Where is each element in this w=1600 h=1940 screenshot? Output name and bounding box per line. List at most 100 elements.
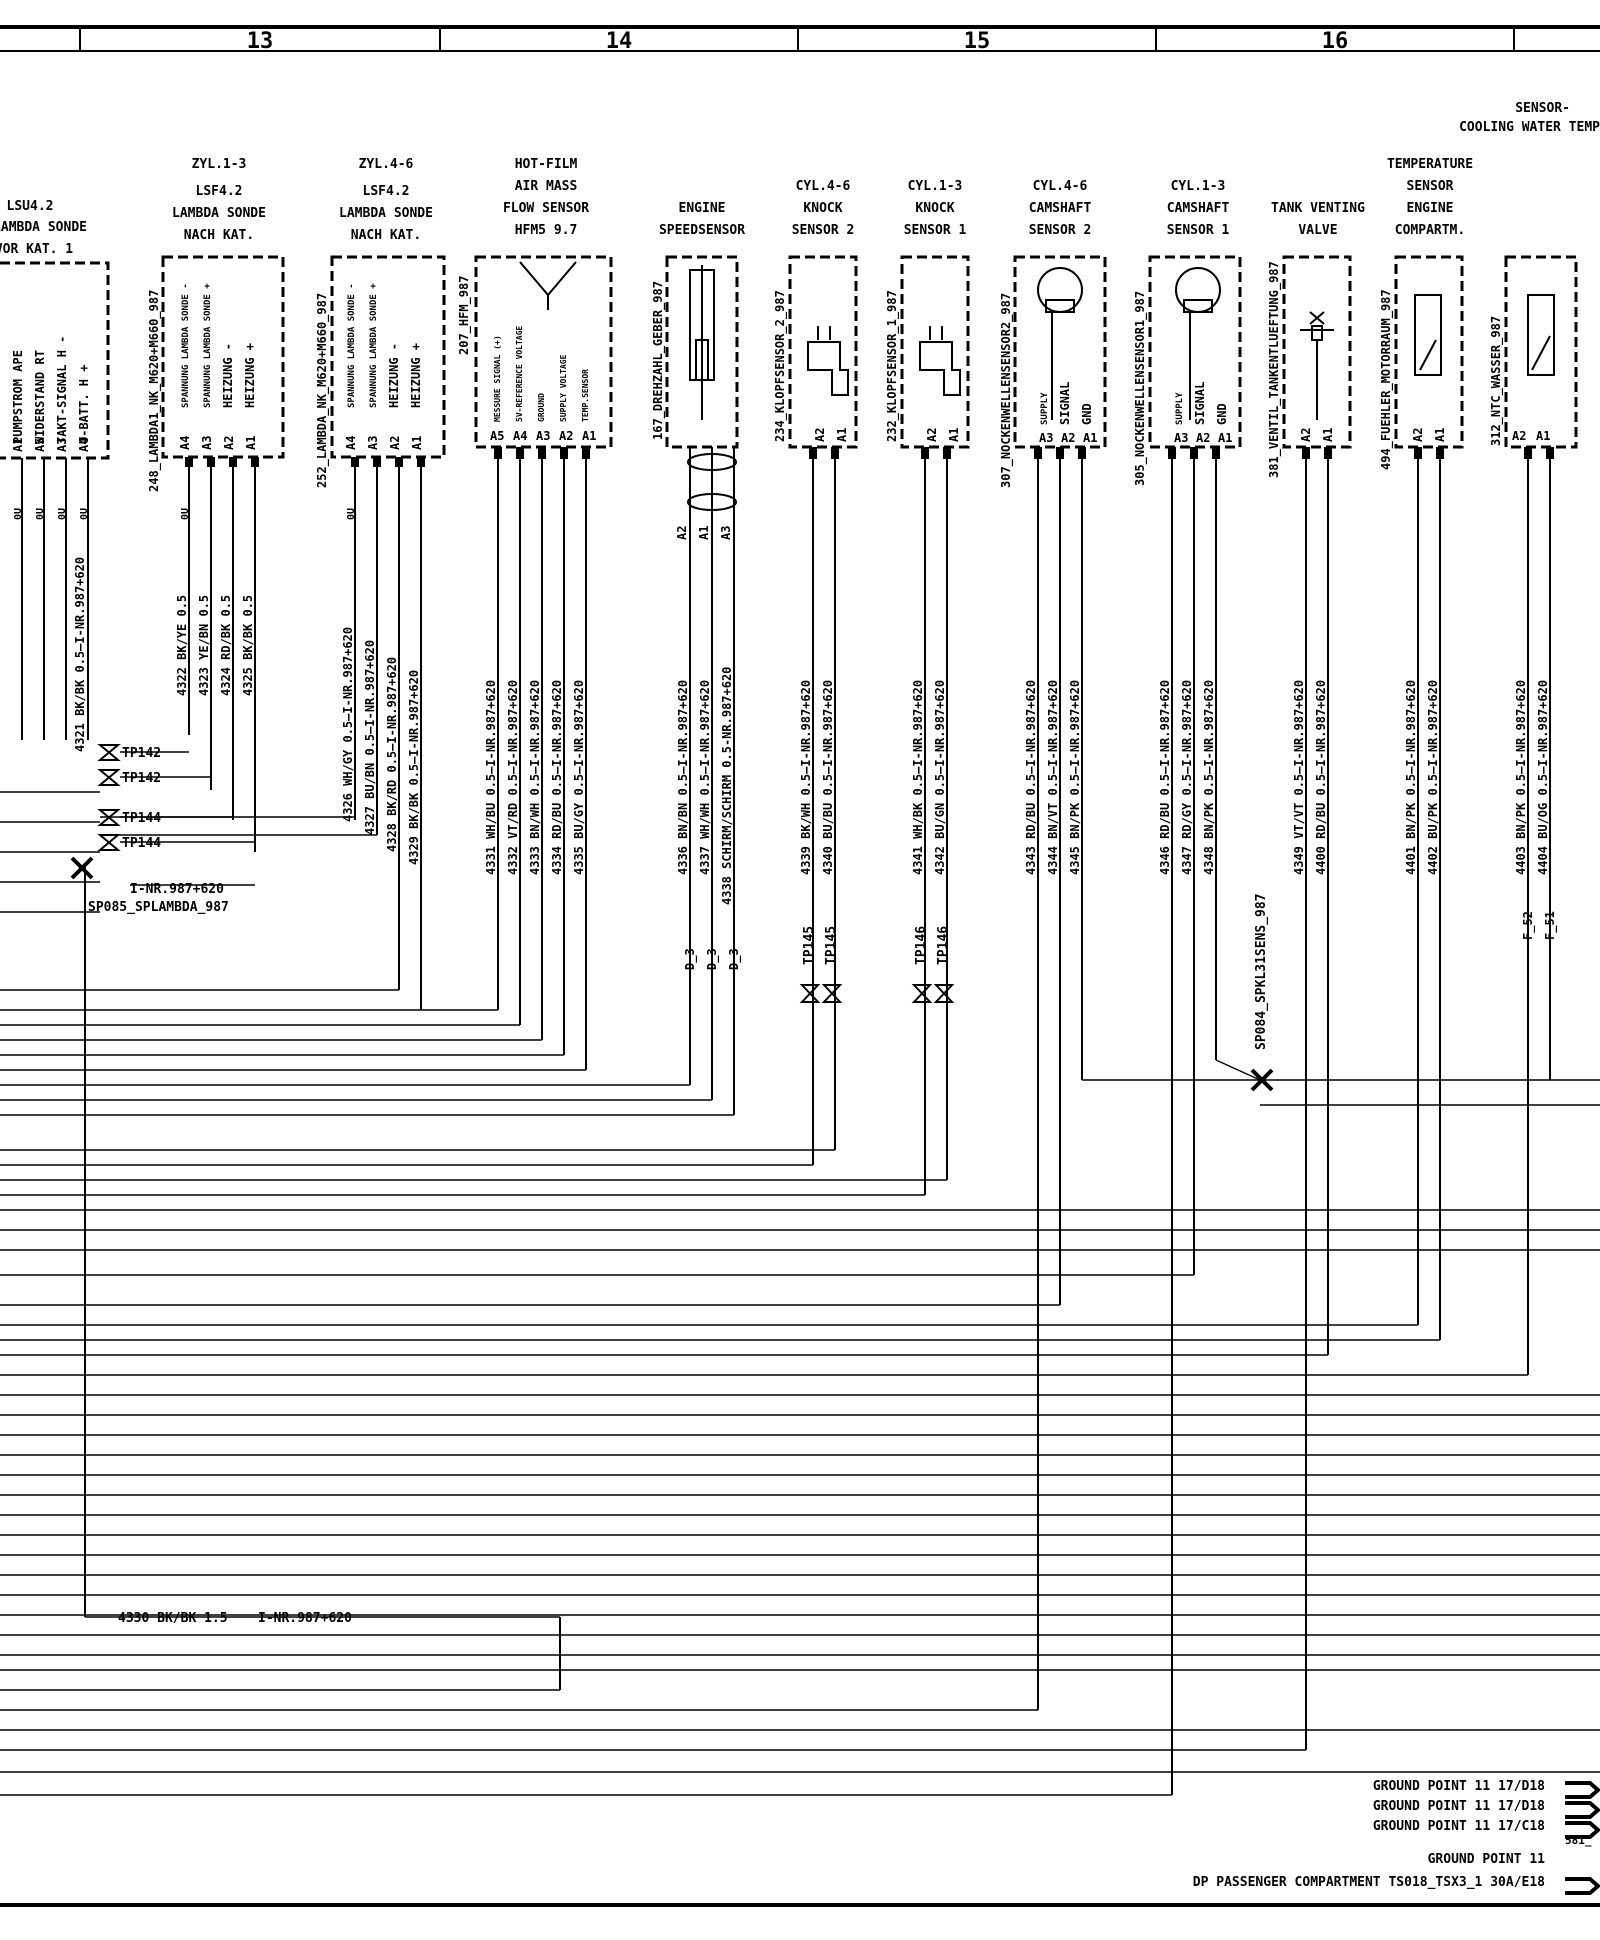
test-points: TP142 TP142 TP144 TP144 TP145 TP145 TP14… bbox=[97, 744, 955, 1003]
valve-icon bbox=[1300, 311, 1334, 420]
lsu-pin-label-1: PUMPSTROM APE bbox=[11, 350, 25, 444]
column-13: 13 bbox=[247, 29, 274, 54]
wire-4321: 4321 BK/BK 0.5—I-NR.987+620 bbox=[73, 557, 87, 752]
lsu-pin-3: A3 bbox=[55, 438, 69, 452]
wire-4322: 4322 BK/YE 0.5 bbox=[175, 595, 189, 696]
temp-pin-2: A1 bbox=[1433, 428, 1447, 442]
ground-point-5: DP PASSENGER COMPARTMENT TS018_TSX3_1 30… bbox=[1193, 1875, 1545, 1890]
wire-4401: 4401 BN/PK 0.5—I-NR.987+620 bbox=[1404, 680, 1418, 875]
d3-a: D_3 bbox=[683, 948, 698, 970]
ntc-pin-1: A2 bbox=[1512, 429, 1526, 443]
hfm-pin-1: A5 bbox=[490, 429, 504, 443]
cam2-pin-label-2: SIGNAL bbox=[1058, 382, 1072, 425]
lsf13-connector: 248_LAMBDA1_NK_M620+M660_987 bbox=[147, 290, 162, 492]
connector-labels: 248_LAMBDA1_NK_M620+M660_987 252_LAMBDA_… bbox=[147, 261, 1504, 492]
zero-marker: 0U bbox=[13, 508, 24, 520]
component-symbols bbox=[519, 261, 1555, 420]
zero-marker: 0U bbox=[35, 508, 46, 520]
lsu-pin-2: A5 bbox=[33, 438, 47, 452]
knock2-header-2: KNOCK bbox=[803, 201, 842, 216]
lsf46-pin-1: A4 bbox=[344, 436, 358, 450]
wire-4404: 4404 BU/OG 0.5—I-NR.987+620 bbox=[1536, 680, 1550, 875]
ground-point-3: GROUND POINT 11 17/C18 bbox=[1373, 1819, 1545, 1834]
endpoint-labels: D_3 D_3 D_3 F_52 F_51 bbox=[683, 911, 1558, 970]
lsf46-header-4: NACH KAT. bbox=[351, 228, 421, 243]
wire-drops bbox=[21, 447, 1551, 1795]
cam1-pin-2: A2 bbox=[1196, 431, 1210, 445]
cam1-pin-1: A3 bbox=[1174, 431, 1188, 445]
bus-lines bbox=[0, 751, 1600, 1907]
pin-labels: PUMPSTROM APE WIDERSTAND RT TAKT-SIGNAL … bbox=[11, 283, 1229, 452]
ground-wire-inr: I-NR.987+620 bbox=[258, 1611, 352, 1626]
hfm-pin-label-4: SUPPLY VOLTAGE bbox=[559, 354, 568, 422]
lsf46-pin-2: A3 bbox=[366, 436, 380, 450]
wire-4349: 4349 VT/VT 0.5—I-NR.987+620 bbox=[1292, 680, 1306, 875]
knock2-pin-2: A1 bbox=[835, 428, 849, 442]
lsf13-pin-label-1: SPANNUNG LAMBDA SONDE - bbox=[181, 283, 191, 408]
tank-connector: 381_VENTIL_TANKENTLUEFTUNG_987 bbox=[1267, 261, 1282, 478]
zero-marker: 0U bbox=[346, 508, 357, 520]
wire-4336: 4336 BN/BN 0.5—I-NR.987+620 bbox=[676, 680, 690, 875]
zero-marker: 0U bbox=[180, 508, 191, 520]
tank-header-2: VALVE bbox=[1298, 223, 1337, 238]
wire-4333: 4333 BN/WH 0.5—I-NR.987+620 bbox=[528, 680, 542, 875]
lsf46-pin-3: A2 bbox=[388, 436, 402, 450]
lsf13-header-3: LAMBDA SONDE bbox=[172, 206, 266, 221]
wire-4331: 4331 WH/BU 0.5—I-NR.987+620 bbox=[484, 680, 498, 875]
knock2-header-3: SENSOR 2 bbox=[792, 223, 855, 238]
cam2-pin-1: A3 bbox=[1039, 431, 1053, 445]
cam2-pin-label-1: SUPPLY bbox=[1040, 392, 1050, 425]
lsf13-header-4: NACH KAT. bbox=[184, 228, 254, 243]
hfm-pin-2: A4 bbox=[513, 429, 527, 443]
cam2-header-2: CAMSHAFT bbox=[1029, 201, 1092, 216]
lsf46-header-1: ZYL.4-6 bbox=[359, 157, 414, 172]
splices: I-NR.987+620 SP085_SPLAMBDA_987 SP084_SP… bbox=[70, 856, 1274, 1092]
knock-sensor-icon bbox=[807, 326, 849, 396]
wire-4327: 4327 BU/BN 0.5—I-NR.987+620 bbox=[363, 640, 377, 835]
speed-pin-3: A3 bbox=[719, 526, 733, 540]
hfm-pin-label-5: TEMP.SENSOR bbox=[581, 369, 590, 422]
ground-point-2: GROUND POINT 11 17/D18 bbox=[1373, 1799, 1545, 1814]
lsf13-pin-label-2: SPANNUNG LAMBDA SONDE + bbox=[203, 283, 213, 408]
knock2-header-1: CYL.4-6 bbox=[796, 179, 851, 194]
lsu-pin-label-4: U-BATT. H + bbox=[77, 365, 91, 444]
lsf46-pin-4: A1 bbox=[410, 436, 424, 450]
cam2-pin-label-3: GND bbox=[1080, 403, 1094, 425]
cam1-header-1: CYL.1-3 bbox=[1171, 179, 1226, 194]
ground-arrow-icon bbox=[1565, 1781, 1600, 1895]
wire-4345: 4345 BN/PK 0.5—I-NR.987+620 bbox=[1068, 680, 1082, 875]
cam2-header-3: SENSOR 2 bbox=[1029, 223, 1092, 238]
ground-point-4: GROUND POINT 11 bbox=[1428, 1852, 1546, 1867]
cam1-pin-3: A1 bbox=[1218, 431, 1232, 445]
hfm-pin-4: A2 bbox=[559, 429, 573, 443]
lsf13-pin-3: A2 bbox=[222, 436, 236, 450]
tp144-a: TP144 bbox=[122, 811, 161, 826]
tp145-b: TP145 bbox=[824, 926, 839, 965]
hfm-pin-label-3: GROUND bbox=[537, 393, 546, 422]
zero-marker: 0U bbox=[79, 508, 90, 520]
wire-4341: 4341 WH/BK 0.5—I-NR.987+620 bbox=[911, 680, 925, 875]
wire-4332: 4332 VT/RD 0.5—I-NR.987+620 bbox=[506, 680, 520, 875]
sensor-heading-line1: SENSOR- bbox=[1515, 101, 1570, 116]
ntc-connector: 312_NTC_WASSER_987 bbox=[1489, 316, 1504, 446]
sp085-label: SP085_SPLAMBDA_987 bbox=[88, 900, 229, 915]
lsf46-pin-label-2: SPANNUNG LAMBDA SONDE + bbox=[369, 283, 379, 408]
lsf13-header-1: ZYL.1-3 bbox=[192, 157, 247, 172]
cam1-pin-label-2: SIGNAL bbox=[1193, 382, 1207, 425]
cam2-header-1: CYL.4-6 bbox=[1033, 179, 1088, 194]
cam1-connector: 305_NOCKENWELLENSENSOR1_987 bbox=[1133, 291, 1148, 486]
knock2-connector: 234_KLOPFSENSOR_2_987 bbox=[773, 290, 788, 442]
wire-4343: 4343 RD/BU 0.5—I-NR.987+620 bbox=[1024, 680, 1038, 875]
knock1-pin-1: A2 bbox=[925, 428, 939, 442]
tp145-a: TP145 bbox=[802, 926, 817, 965]
hfm-header-2: AIR MASS bbox=[515, 179, 578, 194]
speed-connector: 167_DREHZAHL_GEBER_987 bbox=[651, 281, 666, 440]
lsf46-header-3: LAMBDA SONDE bbox=[339, 206, 433, 221]
column-16: 16 bbox=[1322, 29, 1349, 54]
lsf13-pin-2: A3 bbox=[200, 436, 214, 450]
lsf13-pin-4: A1 bbox=[244, 436, 258, 450]
wire-4325: 4325 BK/BK 0.5 bbox=[241, 595, 255, 696]
temp-header-4: COMPARTM. bbox=[1395, 223, 1465, 238]
wire-4348: 4348 BN/PK 0.5—I-NR.987+620 bbox=[1202, 680, 1216, 875]
lsu-pin-label-2: WIDERSTAND RT bbox=[33, 350, 47, 444]
